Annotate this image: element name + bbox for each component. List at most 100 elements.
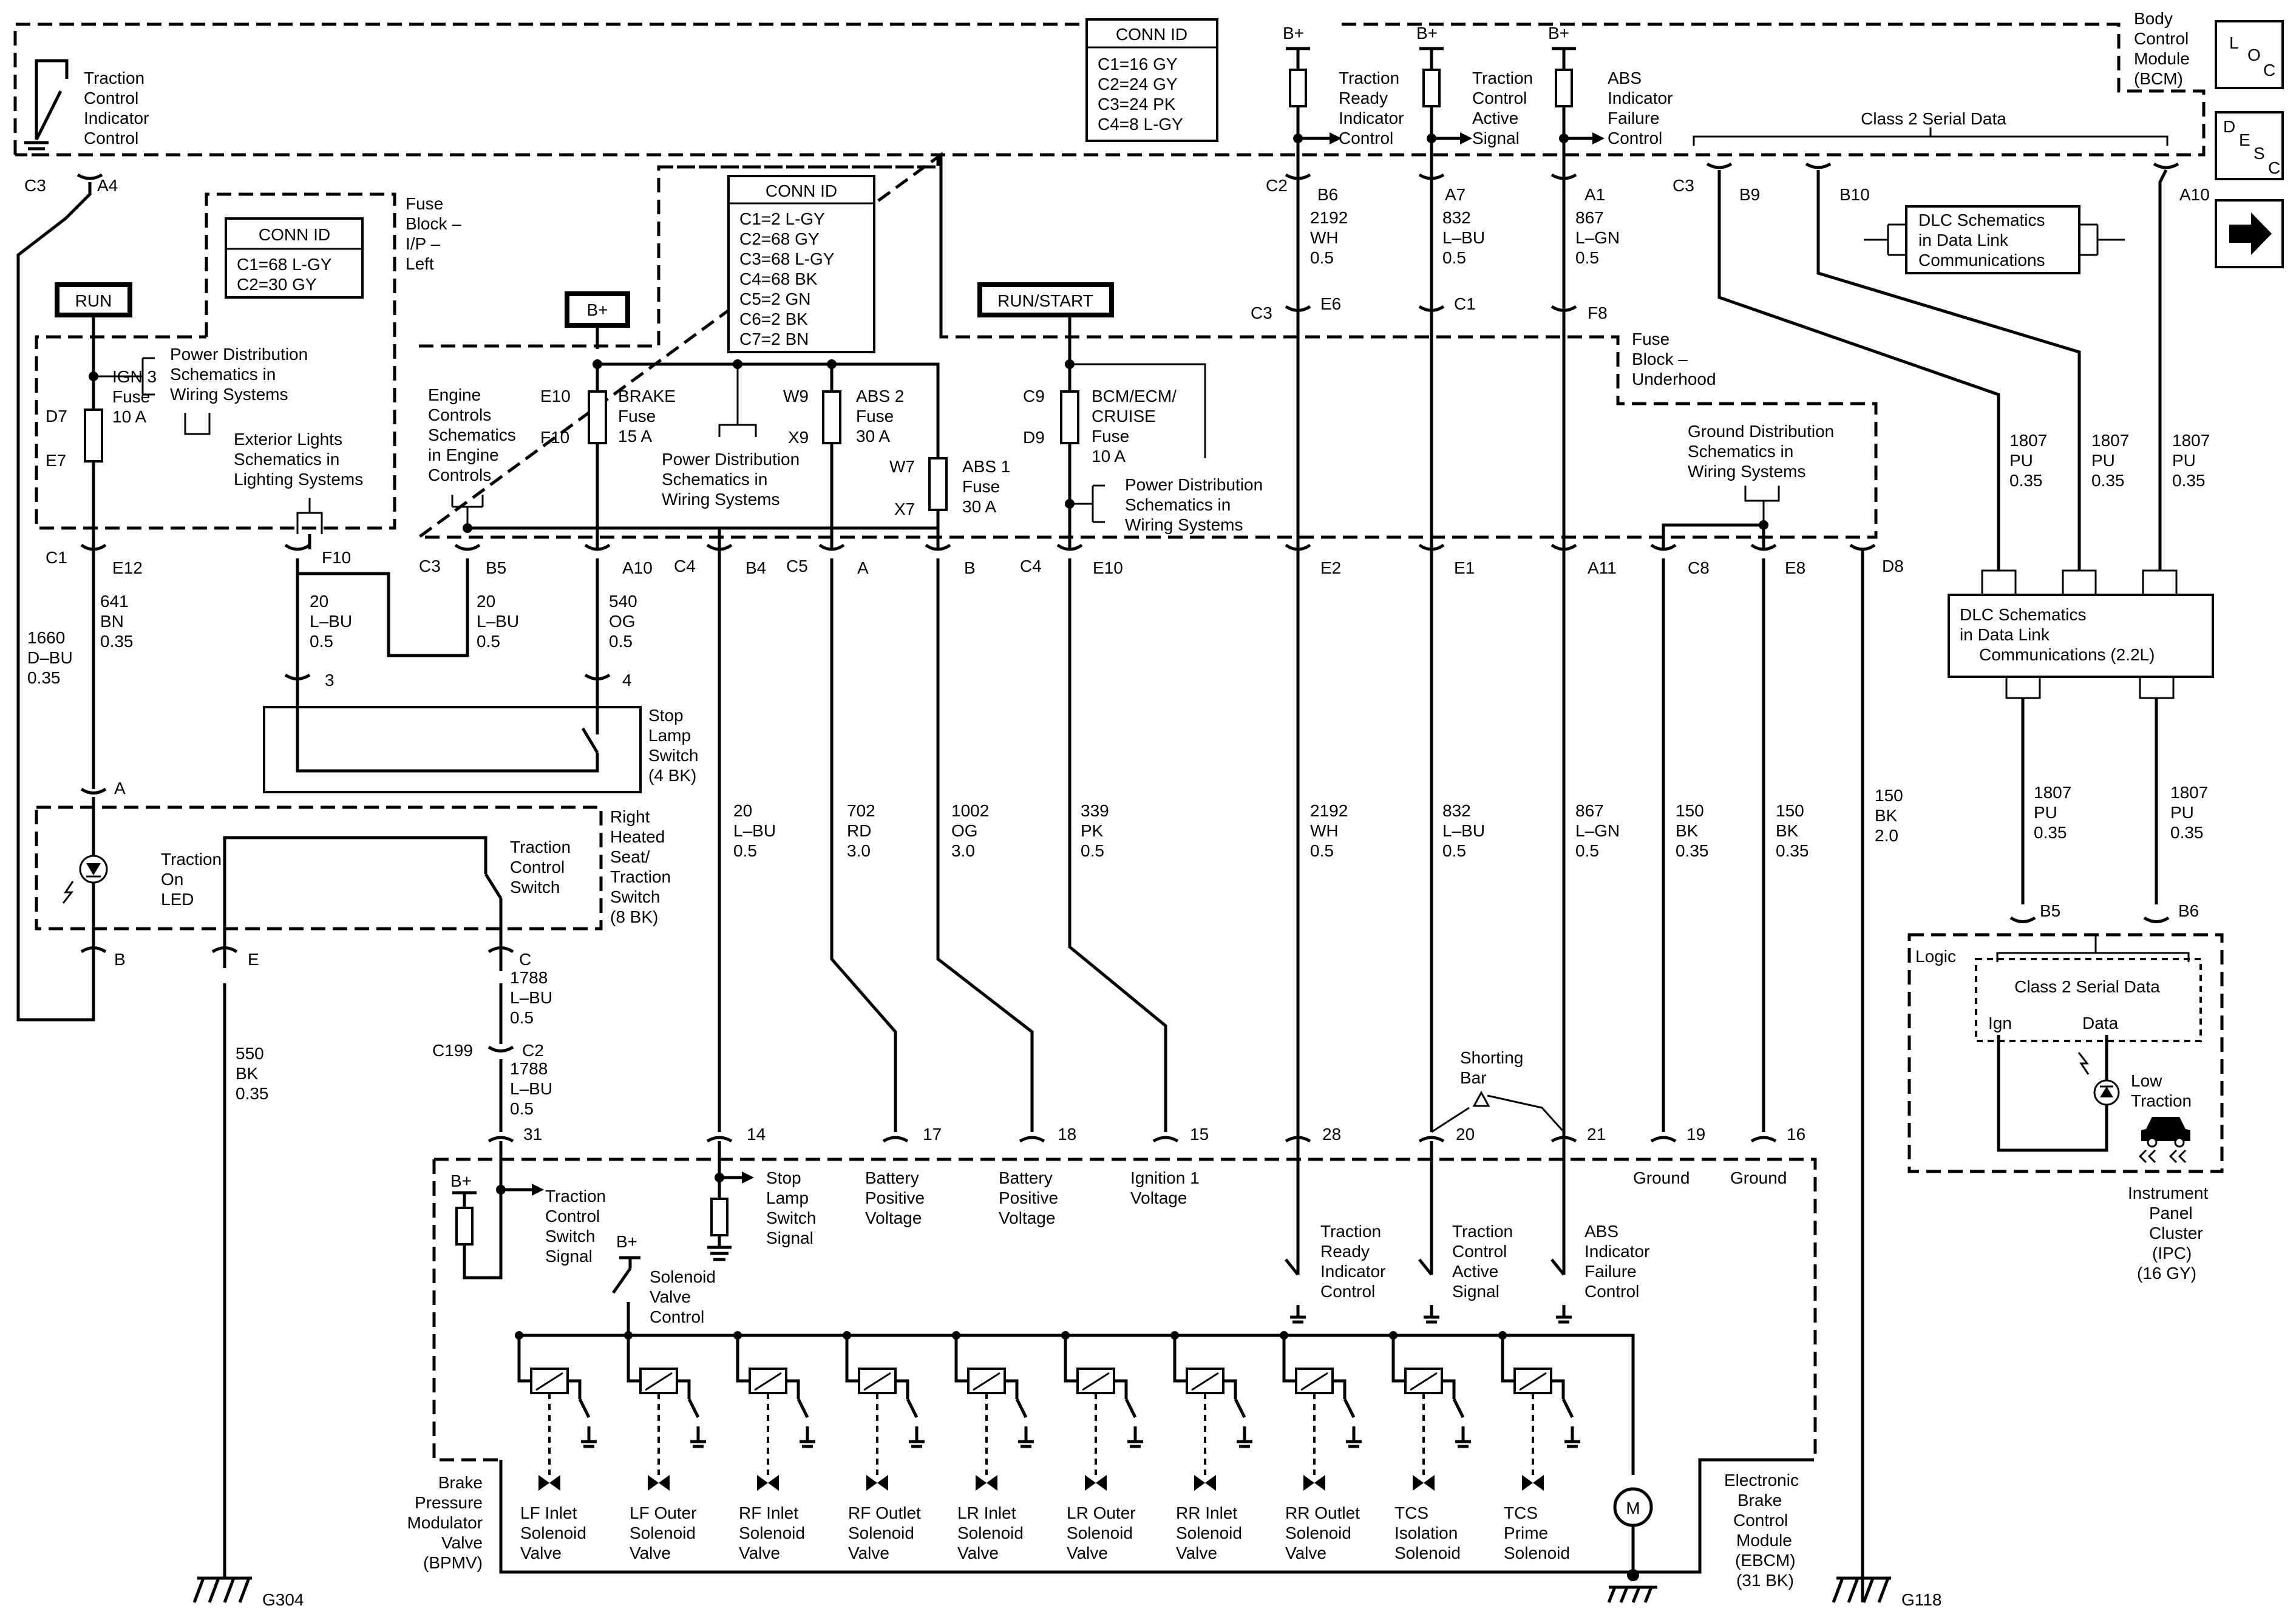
svg-text:Voltage: Voltage: [1130, 1188, 1187, 1207]
svg-text:C3: C3: [419, 557, 441, 575]
svg-text:1807: 1807: [2091, 431, 2129, 450]
valve-label: Solenoid: [739, 1524, 805, 1542]
svg-text:Active: Active: [1452, 1262, 1498, 1281]
svg-text:F10: F10: [540, 428, 569, 447]
svg-text:RUN/START: RUN/START: [997, 291, 1093, 310]
svg-text:C8: C8: [1688, 558, 1710, 577]
svg-text:X9: X9: [788, 428, 809, 447]
svg-text:OG: OG: [951, 821, 978, 840]
svg-text:Traction: Traction: [161, 850, 222, 869]
svg-text:PU: PU: [2009, 451, 2033, 470]
svg-text:E2: E2: [1320, 558, 1341, 577]
svg-text:E7: E7: [46, 451, 66, 470]
svg-text:BRAKE: BRAKE: [618, 387, 676, 405]
svg-text:832: 832: [1442, 208, 1471, 227]
svg-text:Body: Body: [2134, 9, 2173, 28]
svg-text:0.35: 0.35: [1676, 841, 1709, 860]
seat-traction-switch: A Traction On LED Traction Control Switc…: [35, 779, 671, 1060]
svg-text:28: 28: [1322, 1125, 1341, 1144]
svg-text:D8: D8: [1882, 557, 1904, 575]
svg-text:Brake: Brake: [438, 1473, 483, 1492]
svg-text:Class 2 Serial Data: Class 2 Serial Data: [2014, 977, 2160, 996]
svg-text:E8: E8: [1785, 558, 1805, 577]
svg-text:(31 BK): (31 BK): [1736, 1571, 1794, 1590]
svg-text:Wiring Systems: Wiring Systems: [170, 385, 288, 404]
svg-text:Signal: Signal: [1472, 129, 1520, 147]
svg-text:L–BU: L–BU: [1442, 228, 1485, 247]
upper-wires: [16, 169, 2168, 1602]
svg-text:Traction: Traction: [545, 1187, 606, 1205]
svg-text:(BPMV): (BPMV): [423, 1553, 483, 1572]
svg-text:C1=68 L-GY: C1=68 L-GY: [237, 255, 332, 274]
svg-text:C5=2 GN: C5=2 GN: [739, 290, 811, 308]
svg-text:Control: Control: [84, 89, 138, 107]
svg-text:Power Distribution: Power Distribution: [1125, 475, 1263, 494]
svg-text:B+: B+: [586, 300, 608, 319]
svg-text:L–BU: L–BU: [1442, 821, 1485, 840]
svg-text:PK: PK: [1081, 821, 1104, 840]
svg-text:Switch: Switch: [545, 1227, 595, 1246]
svg-text:C6=2 BK: C6=2 BK: [739, 310, 808, 328]
svg-text:0.5: 0.5: [609, 632, 633, 651]
svg-text:Valve: Valve: [441, 1533, 483, 1552]
svg-text:832: 832: [1442, 801, 1471, 820]
svg-text:W9: W9: [783, 387, 809, 405]
svg-text:0.5: 0.5: [310, 632, 333, 651]
svg-text:Signal: Signal: [1452, 1282, 1500, 1301]
svg-text:Seat/: Seat/: [610, 847, 650, 866]
svg-text:O: O: [2247, 46, 2261, 64]
valve-label: Valve: [1067, 1544, 1108, 1562]
svg-text:B10: B10: [1839, 185, 1870, 204]
svg-text:Positive: Positive: [999, 1188, 1058, 1207]
svg-text:150: 150: [1676, 801, 1704, 820]
svg-text:Signal: Signal: [766, 1229, 813, 1247]
led-glow-icon: [2077, 1052, 2090, 1075]
svg-text:0.35: 0.35: [1776, 841, 1809, 860]
svg-text:F8: F8: [1588, 303, 1608, 322]
svg-text:Heated: Heated: [610, 827, 665, 846]
svg-text:B+: B+: [616, 1232, 637, 1251]
svg-text:Failure: Failure: [1584, 1262, 1637, 1281]
svg-text:Control: Control: [2134, 29, 2189, 48]
svg-text:PU: PU: [2172, 451, 2196, 470]
svg-text:867: 867: [1575, 801, 1604, 820]
svg-text:0.35: 0.35: [2034, 823, 2067, 842]
svg-text:C3: C3: [1673, 176, 1694, 195]
svg-text:0.5: 0.5: [1575, 841, 1599, 860]
svg-text:C7=2 BN: C7=2 BN: [739, 330, 809, 348]
valve-label: Valve: [1285, 1544, 1326, 1562]
svg-text:DLC Schematics: DLC Schematics: [1918, 211, 2045, 229]
svg-text:Bar: Bar: [1460, 1068, 1487, 1087]
next-arrow-button[interactable]: [2215, 199, 2284, 268]
svg-text:B: B: [114, 950, 126, 969]
svg-text:B6: B6: [1317, 185, 1338, 204]
loc-button[interactable]: L O C: [2215, 20, 2284, 89]
svg-text:(IPC): (IPC): [2152, 1244, 2192, 1263]
svg-text:ABS: ABS: [1584, 1222, 1618, 1241]
valve-label: Isolation: [1394, 1524, 1458, 1542]
svg-text:C: C: [2263, 61, 2275, 80]
svg-text:Control: Control: [1339, 129, 1393, 147]
svg-text:Failure: Failure: [1608, 109, 1660, 127]
svg-text:Active: Active: [1472, 109, 1518, 127]
svg-text:Schematics: Schematics: [428, 425, 516, 444]
svg-text:I/P –: I/P –: [406, 234, 441, 253]
solenoid-driver-8: [1280, 1331, 1362, 1475]
svg-text:A7: A7: [1445, 185, 1466, 204]
valve-label: LF Outer: [630, 1503, 696, 1522]
svg-text:Wiring Systems: Wiring Systems: [1688, 462, 1805, 481]
desc-button[interactable]: D E S C: [2215, 111, 2284, 180]
svg-text:(8 BK): (8 BK): [610, 907, 658, 926]
svg-text:21: 21: [1587, 1125, 1606, 1144]
svg-text:ABS: ABS: [1608, 69, 1642, 87]
svg-text:Communications (2.2L): Communications (2.2L): [1979, 645, 2155, 664]
svg-text:Ground Distribution: Ground Distribution: [1688, 422, 1834, 441]
svg-text:20: 20: [310, 592, 328, 611]
svg-text:DLC Schematics: DLC Schematics: [1960, 605, 2087, 624]
svg-text:Modulator: Modulator: [407, 1513, 483, 1532]
